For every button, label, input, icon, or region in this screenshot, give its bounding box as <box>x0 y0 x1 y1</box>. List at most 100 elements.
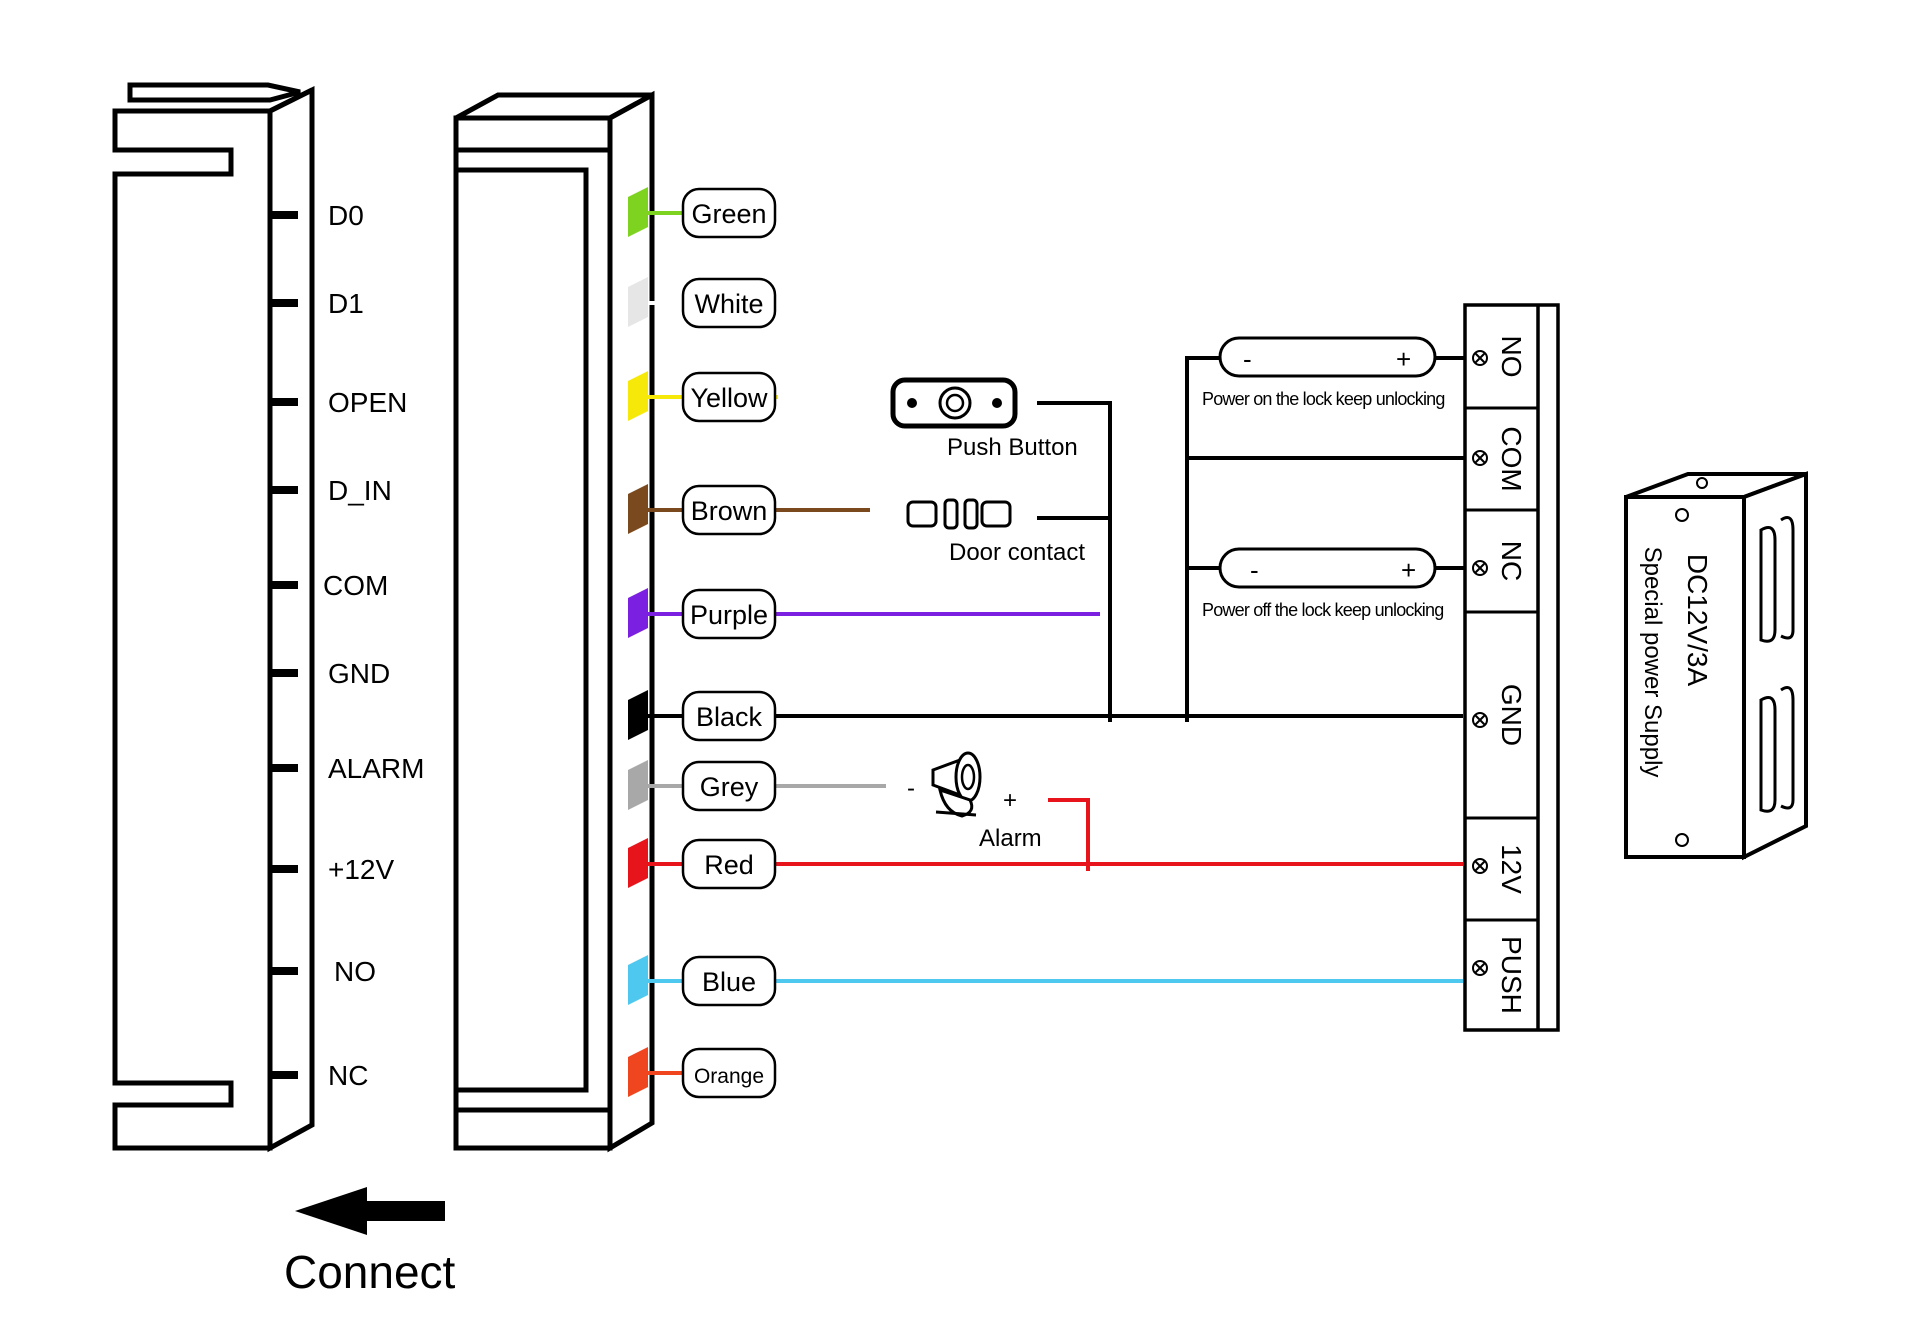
wire-color-swatch <box>628 371 648 421</box>
lock-off-minus: - <box>1250 555 1259 585</box>
power-supply-subtitle: Special power Supply <box>1639 547 1666 778</box>
terminal-screw-icon <box>1472 858 1488 874</box>
wire-label-box <box>681 690 777 742</box>
alarm-minus: - <box>907 775 915 802</box>
pin-label: COM <box>323 570 388 601</box>
lock-power-off <box>1218 547 1437 589</box>
pin-tick <box>270 486 298 494</box>
wire-color-swatch <box>628 187 648 237</box>
connector-pin-ticks <box>270 211 298 1079</box>
wire-label: Brown <box>691 496 768 526</box>
pin-label: ALARM <box>328 753 424 784</box>
wire-label-box <box>681 277 777 329</box>
pin-tick <box>270 865 298 873</box>
wire-label-box <box>681 1047 777 1099</box>
wire-black: Black <box>628 690 1463 742</box>
wire-brown: Brown <box>628 484 870 536</box>
alarm-label: Alarm <box>979 825 1042 852</box>
wire-label: Grey <box>700 772 759 802</box>
alarm-siren-icon <box>931 751 982 818</box>
lock-off-caption: Power off the lock keep unlocking <box>1202 600 1443 620</box>
wire-label-box <box>681 955 777 1007</box>
pin-tick <box>270 764 298 772</box>
wire-color-swatch <box>628 690 648 740</box>
lock-power-on <box>1218 336 1437 378</box>
pin-tick <box>270 581 298 589</box>
terminal-screw-icon <box>1472 712 1488 728</box>
terminal-label: COM <box>1496 426 1527 491</box>
wire-label: Red <box>704 850 754 880</box>
lock-off-plus: + <box>1401 555 1416 585</box>
wire-purple: Purple <box>628 588 1100 640</box>
wire-label-box <box>681 187 777 239</box>
wire-orange: Orange <box>628 1047 777 1099</box>
lock-on-plus: + <box>1396 344 1411 374</box>
wire-label-box <box>681 371 777 423</box>
wire-color-swatch <box>628 588 648 638</box>
terminal-screw-icon <box>1472 560 1488 576</box>
terminal-label: NO <box>1496 336 1527 378</box>
black-wiring <box>1037 356 1465 722</box>
door-contact <box>906 498 1012 530</box>
wire-color-swatch <box>628 838 648 888</box>
power-supply <box>1624 471 1808 861</box>
alarm-plus: + <box>1003 787 1017 814</box>
terminal-label: NC <box>1496 541 1527 581</box>
wire-red: Red <box>628 838 1463 890</box>
terminal-label: GND <box>1496 684 1527 746</box>
pin-tick <box>270 299 298 307</box>
push-button <box>890 377 1018 429</box>
pin-label: NO <box>334 956 376 987</box>
wire-color-swatch <box>628 1047 648 1097</box>
pin-label: OPEN <box>328 387 407 418</box>
pin-label: D1 <box>328 288 364 319</box>
lock-on-caption: Power on the lock keep unlocking <box>1202 389 1445 409</box>
reader-back-connector <box>112 82 315 1153</box>
wire-blue: Blue <box>628 955 1463 1007</box>
terminal-labels: NO COM NC GND 12V PUSH <box>1465 336 1538 1014</box>
wire-color-swatch <box>628 277 648 327</box>
door-contact-label: Door contact <box>949 539 1085 566</box>
wire-label: Orange <box>694 1065 764 1088</box>
terminal-label: 12V <box>1496 844 1527 894</box>
power-supply-title: DC12V/3A <box>1682 554 1713 687</box>
reader-unit <box>453 90 655 1153</box>
wire-white: White <box>628 277 777 329</box>
pin-tick <box>270 1071 298 1079</box>
lock-on-minus: - <box>1243 344 1252 374</box>
wire-label-box <box>681 760 777 812</box>
wire-label-box <box>681 484 777 536</box>
wire-color-swatch <box>628 484 648 534</box>
wire-green: Green <box>628 187 777 239</box>
terminal-strip <box>1463 303 1560 1032</box>
wire-label-box <box>681 838 777 890</box>
wire-label: Blue <box>702 967 756 997</box>
pin-tick <box>270 398 298 406</box>
wire-color-swatch <box>628 955 648 1005</box>
pin-tick <box>270 211 298 219</box>
terminal-screw-icon <box>1472 450 1488 466</box>
pin-tick <box>270 967 298 975</box>
pin-label: +12V <box>328 854 394 885</box>
connect-arrow-icon <box>295 1187 445 1235</box>
pin-label: D_IN <box>328 475 392 506</box>
pin-label: NC <box>328 1060 368 1091</box>
wire-yellow: Yellow <box>628 371 778 423</box>
wire-label: Black <box>696 702 763 732</box>
terminal-screw-icon <box>1472 960 1488 976</box>
wire-label-box <box>681 588 777 640</box>
wire-label: Green <box>691 199 766 229</box>
wire-grey: Grey <box>628 760 886 812</box>
alarm-red-bridge <box>1048 798 1090 871</box>
terminal-label: PUSH <box>1496 936 1527 1014</box>
wire-label: Yellow <box>690 383 768 413</box>
pin-tick <box>270 669 298 677</box>
terminal-screw-icon <box>1472 350 1488 366</box>
wire-label: Purple <box>690 600 768 630</box>
push-button-label: Push Button <box>947 434 1078 461</box>
pin-label: GND <box>328 658 390 689</box>
pin-label: D0 <box>328 200 364 231</box>
wire-color-swatch <box>628 760 648 810</box>
